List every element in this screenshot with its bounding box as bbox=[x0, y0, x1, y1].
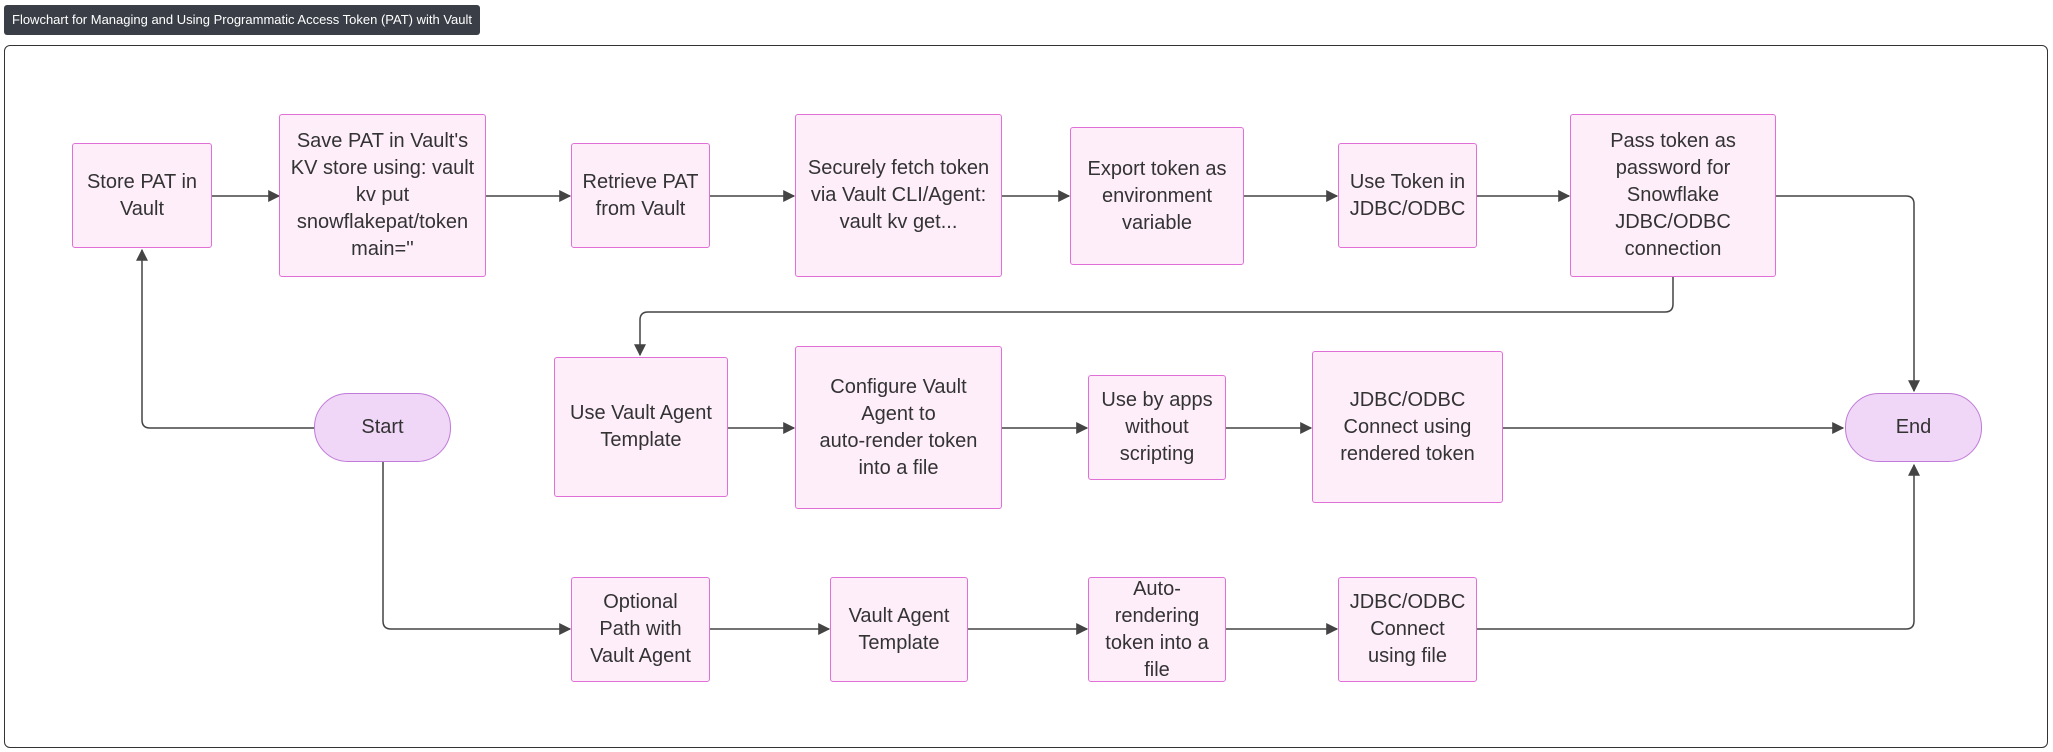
edge-start-to-store bbox=[136, 248, 314, 429]
node-end: End bbox=[1845, 393, 1982, 462]
edge-file-to-end bbox=[1477, 463, 1920, 630]
node-store-pat: Store PAT in Vault bbox=[72, 143, 212, 248]
node-optional-path: Optional Path with Vault Agent bbox=[571, 577, 710, 682]
edge-start-to-optional bbox=[382, 462, 572, 635]
diagram-title: Flowchart for Managing and Using Program… bbox=[4, 5, 481, 35]
node-jdbc-connect-rendered: JDBC/ODBC Connect using rendered token bbox=[1312, 351, 1503, 503]
node-retrieve-pat: Retrieve PAT from Vault bbox=[571, 143, 710, 248]
node-use-token-jdbc: Use Token in JDBC/ODBC bbox=[1338, 143, 1477, 248]
node-start: Start bbox=[314, 393, 451, 462]
diagram-frame bbox=[4, 45, 2048, 748]
node-configure-vault-agent: Configure Vault Agent to auto-render tok… bbox=[795, 346, 1002, 509]
edge-pass-to-end bbox=[1776, 195, 1920, 393]
node-save-pat: Save PAT in Vault's KV store using: vaul… bbox=[279, 114, 486, 277]
edge-pass-to-agent-template bbox=[634, 277, 1674, 357]
node-use-by-apps: Use by apps without scripting bbox=[1088, 375, 1226, 480]
node-securely-fetch: Securely fetch token via Vault CLI/Agent… bbox=[795, 114, 1002, 277]
node-auto-rendering: Auto-rendering token into a file bbox=[1088, 577, 1226, 682]
node-pass-token: Pass token as password for Snowflake JDB… bbox=[1570, 114, 1776, 277]
node-vault-agent-template: Vault Agent Template bbox=[830, 577, 968, 682]
node-use-vault-agent-template: Use Vault Agent Template bbox=[554, 357, 728, 497]
node-jdbc-connect-file: JDBC/ODBC Connect using file bbox=[1338, 577, 1477, 682]
node-export-token: Export token as environment variable bbox=[1070, 127, 1244, 265]
